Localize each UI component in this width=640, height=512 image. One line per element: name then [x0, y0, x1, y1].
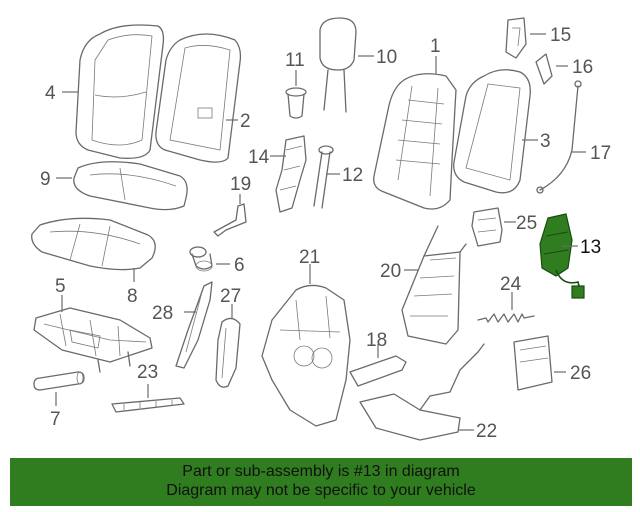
callout-2: 2 — [240, 111, 251, 132]
part-11-headrest-guide — [285, 87, 307, 119]
part-23-bracket — [111, 397, 185, 413]
part-15-clip — [505, 17, 527, 59]
callout-3: 3 — [540, 131, 551, 152]
callout-5: 5 — [55, 276, 66, 297]
callout-19: 19 — [230, 174, 251, 195]
callout-13: 13 — [580, 237, 601, 258]
part-14-recliner-lock — [275, 135, 307, 213]
part-7-tube — [33, 371, 85, 391]
callout-11: 11 — [285, 50, 305, 71]
part-2-seatback-trim — [155, 33, 242, 163]
callout-20: 20 — [380, 261, 401, 282]
callout-12: 12 — [342, 165, 363, 186]
part-17-cable — [536, 80, 582, 194]
callout-4: 4 — [45, 83, 56, 104]
callout-8: 8 — [127, 286, 138, 307]
part-9-cushion-cover — [73, 161, 188, 211]
callout-18: 18 — [366, 330, 387, 351]
part-3-seatback-panel — [453, 69, 531, 194]
part-6-bushing — [189, 246, 213, 272]
info-banner: Part or sub-assembly is #13 in diagram D… — [10, 458, 632, 506]
part-21-seatback-pad — [261, 284, 351, 427]
callout-26: 26 — [570, 363, 591, 384]
callout-1: 1 — [430, 36, 441, 57]
banner-line-1: Part or sub-assembly is #13 in diagram — [182, 463, 460, 480]
part-27-side-pad — [215, 317, 241, 388]
callout-7: 7 — [50, 409, 61, 430]
part-18-trim — [349, 355, 407, 387]
part-22-floor-panel — [359, 343, 485, 441]
part-10-headrest — [319, 17, 357, 113]
part-13-motor-highlighted[interactable] — [539, 213, 585, 299]
callout-25: 25 — [516, 213, 537, 234]
callout-23: 23 — [137, 362, 158, 383]
callout-9: 9 — [40, 169, 51, 190]
callout-21: 21 — [299, 247, 320, 268]
callout-6: 6 — [234, 255, 245, 276]
callout-10: 10 — [376, 47, 397, 68]
part-5-seat-frame — [33, 307, 153, 373]
callout-24: 24 — [500, 274, 522, 295]
part-28-side-trim — [175, 281, 213, 369]
banner-line-2: Diagram may not be specific to your vehi… — [166, 482, 476, 499]
part-26-control-module — [513, 335, 553, 391]
part-24-spring — [477, 313, 535, 323]
callout-22: 22 — [476, 421, 497, 442]
callout-17: 17 — [590, 143, 611, 164]
callout-14: 14 — [248, 147, 270, 168]
callout-28: 28 — [152, 303, 173, 324]
seat-parts-diagram: 4 2 9 8 5 7 23 — [31, 17, 611, 442]
part-19-bracket — [213, 203, 247, 237]
part-8-cushion-pad — [31, 217, 156, 271]
callout-16: 16 — [572, 57, 593, 78]
part-25-module — [471, 207, 503, 247]
part-1-seatback-frame — [373, 73, 457, 210]
callout-27: 27 — [220, 286, 241, 307]
callout-15: 15 — [550, 25, 571, 46]
part-20-back-panel — [401, 225, 467, 345]
part-4-seatback-cover — [75, 24, 165, 159]
part-12-guide-post — [313, 145, 334, 209]
part-16-clip — [535, 53, 553, 85]
